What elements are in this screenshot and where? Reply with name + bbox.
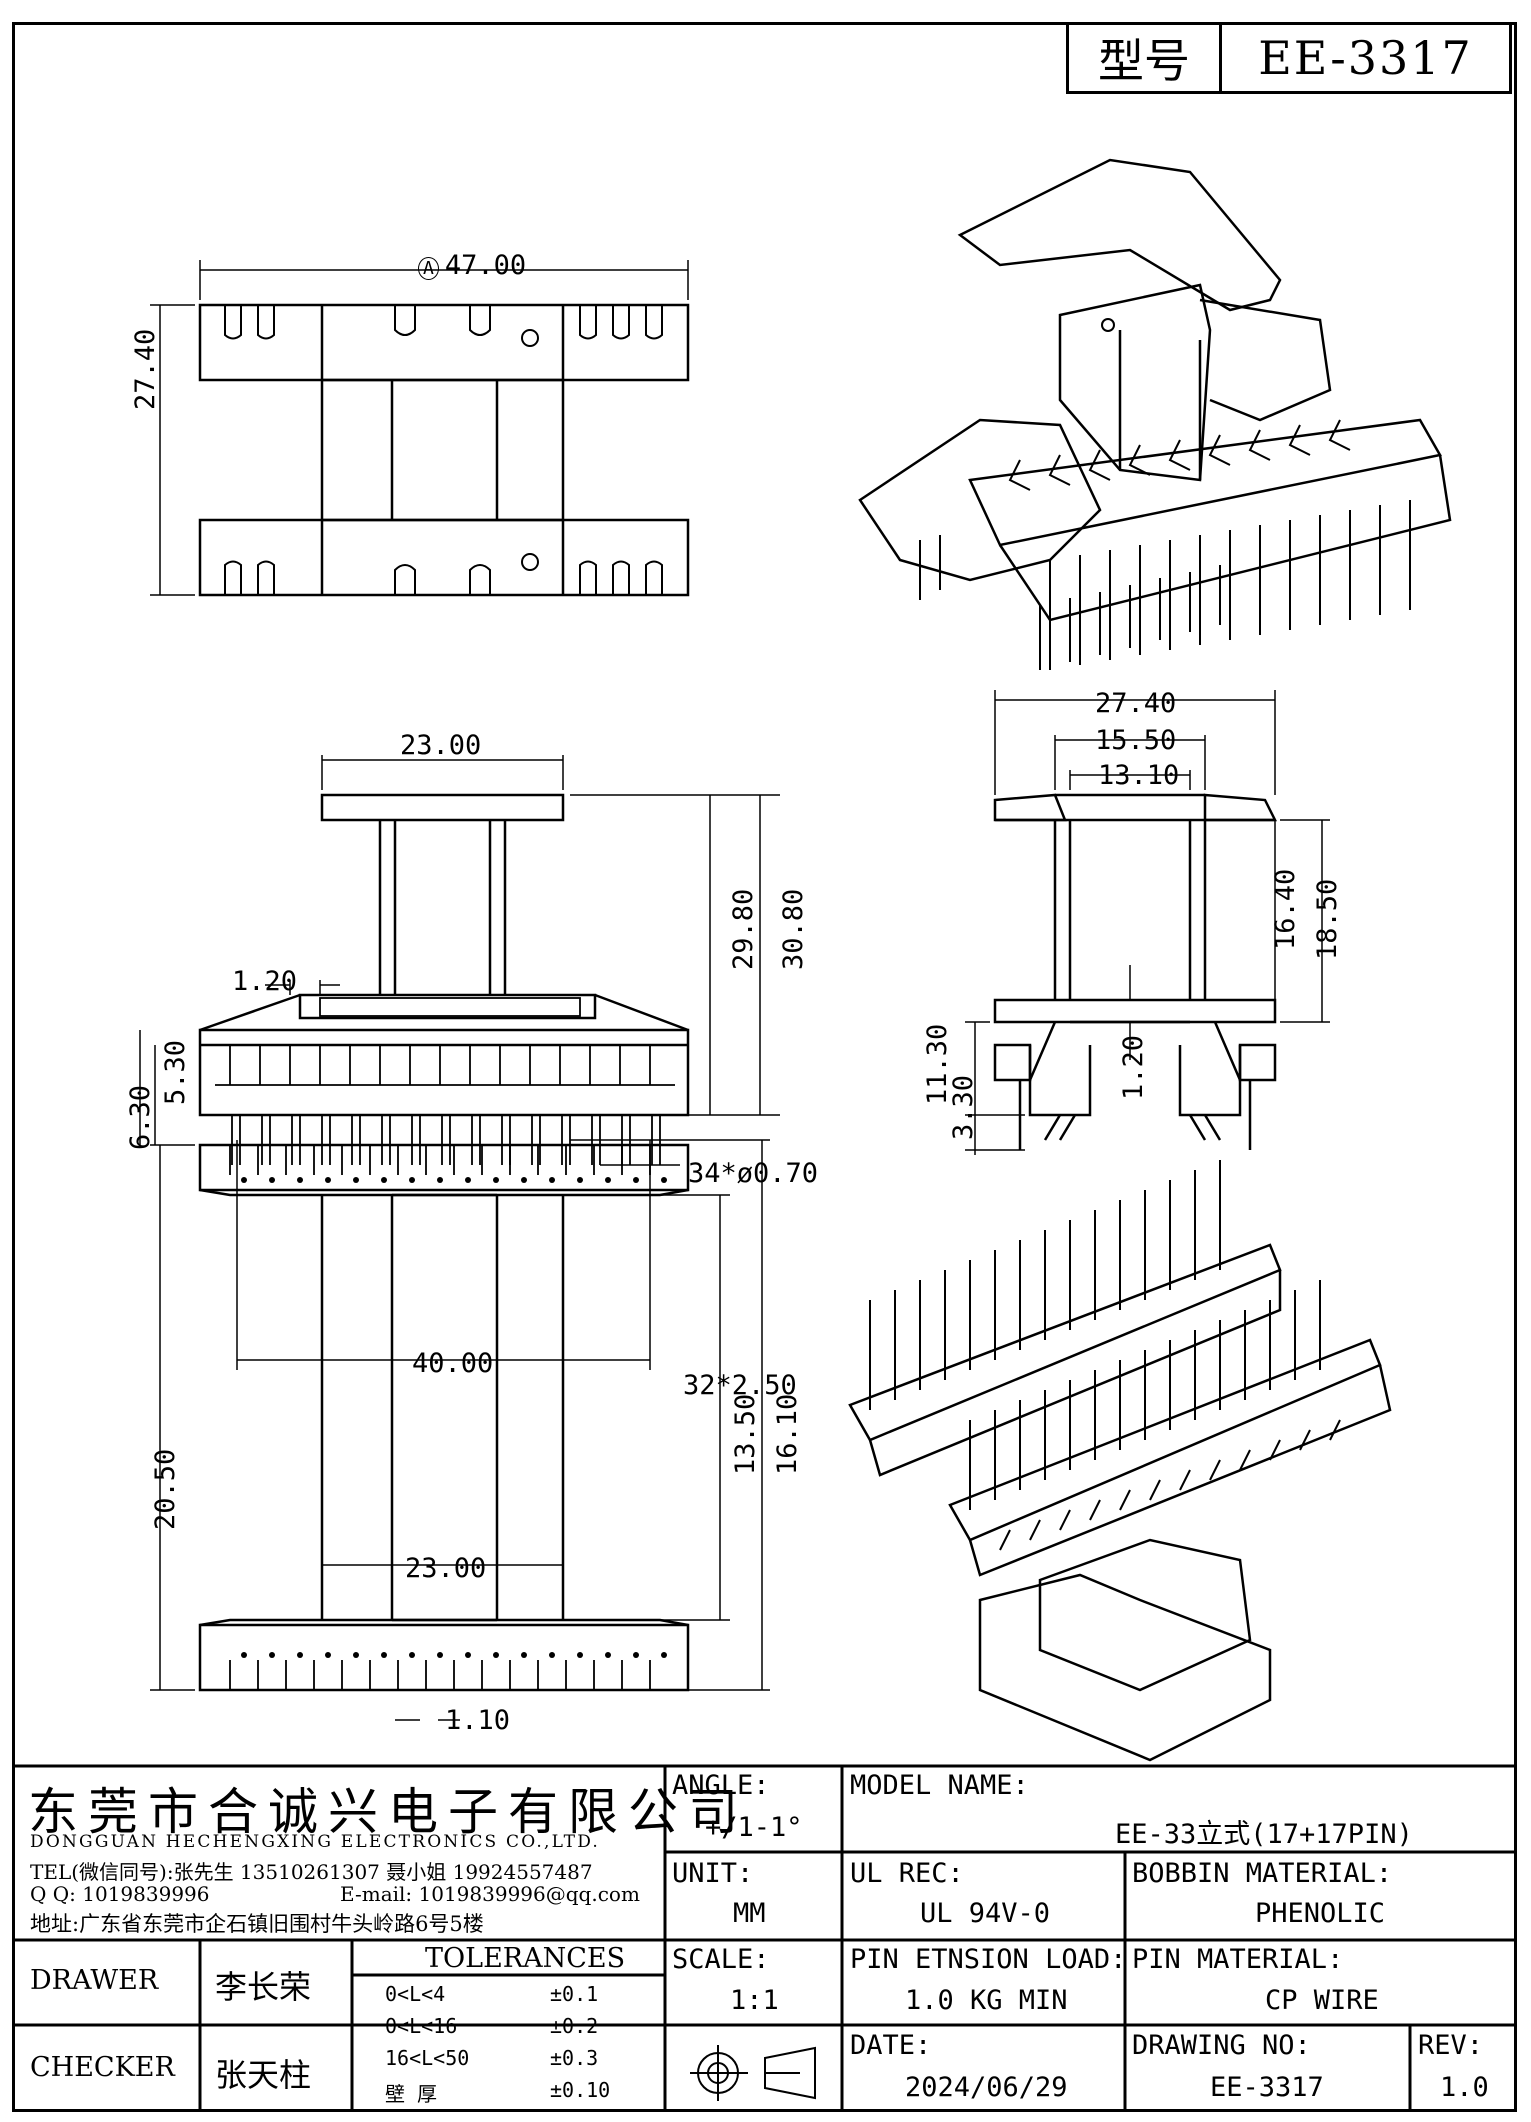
drawer-label: DRAWER: [30, 1965, 159, 1996]
company-name-en: DONGGUAN HECHENGXING ELECTRONICS CO.,LTD…: [30, 1832, 601, 1852]
iso-view-bottom: [848, 1160, 1392, 1762]
dim-k: 13.10: [1098, 760, 1180, 791]
dim-b: 27.40: [130, 328, 161, 410]
scale-value: 1:1: [730, 1985, 779, 2016]
rev-label: REV:: [1418, 2030, 1484, 2061]
dim-pitch: 1.10: [445, 1705, 511, 1736]
dim-c: 23.00: [400, 730, 482, 761]
projection-symbol: [690, 2045, 816, 2101]
angle-label: ANGLE:: [672, 1770, 770, 1801]
ul-rec-value: UL 94V-0: [920, 1898, 1051, 1929]
rev-value: 1.0: [1440, 2072, 1489, 2103]
dim-s: 20.50: [150, 1448, 181, 1530]
front-view: [139, 755, 780, 1166]
tolerances-label: TOLERANCES: [425, 1943, 626, 1974]
company-name-cn: 东莞市合诚兴电子有限公司: [28, 1783, 748, 1841]
ul-rec-label: UL REC:: [850, 1858, 964, 1889]
dim-o: 3.30: [948, 1074, 979, 1140]
side-view: [965, 690, 1330, 1155]
date-label: DATE:: [850, 2030, 932, 2061]
scale-label: SCALE:: [672, 1944, 770, 1975]
checker-value: 张天柱: [215, 2056, 312, 2094]
bobbin-material-value: PHENOLIC: [1255, 1898, 1386, 1929]
dim-i: 27.40: [1095, 688, 1177, 719]
bottom-view: [150, 1139, 770, 1721]
dim-r: 32*2.50: [683, 1370, 797, 1401]
dim-m: 18.50: [1312, 878, 1343, 960]
bobbin-material-label: BOBBIN MATERIAL:: [1132, 1858, 1393, 1889]
dim-g: 5.30: [160, 1039, 191, 1105]
tol-range-4: 壁 厚: [385, 2082, 438, 2106]
model-name-label: MODEL NAME:: [850, 1770, 1029, 1801]
date-value: 2024/06/29: [905, 2072, 1068, 2103]
tol-value-2: ±0.2: [550, 2014, 599, 2038]
model-value: EE-3317: [1258, 31, 1473, 85]
title-block-grid: [12, 1764, 1517, 2112]
pin-tension-label: PIN ETNSION LOAD:: [850, 1944, 1127, 1975]
pin-material-label: PIN MATERIAL:: [1132, 1944, 1344, 1975]
company-qq: Q Q: 1019839996: [30, 1882, 210, 1906]
model-title-box: 型号 EE-3317: [1066, 22, 1512, 94]
model-label: 型号: [1069, 25, 1222, 91]
top-view: [150, 260, 690, 597]
pin-tension-value: 1.0 KG MIN: [905, 1985, 1068, 2016]
tol-value-1: ±0.1: [550, 1982, 599, 2006]
dim-d: 29.80: [728, 888, 759, 970]
dim-f: 6.30: [125, 1084, 156, 1150]
dim-l: 16.40: [1270, 868, 1301, 950]
company-tel: TEL(微信同号):张先生 13510261307 聂小姐 1992455748…: [30, 1860, 593, 1884]
company-email: E-mail: 1019839996@qq.com: [340, 1882, 640, 1906]
tol-value-4: ±0.10: [550, 2078, 611, 2102]
unit-label: UNIT:: [672, 1858, 754, 1889]
dim-p: 1.20: [1118, 1034, 1149, 1100]
drawer-value: 李长荣: [215, 1968, 312, 2006]
dim-u: 13.50: [730, 1393, 761, 1475]
tol-range-2: 0<L<16: [385, 2014, 458, 2038]
dim-t: 23.00: [405, 1553, 487, 1584]
drawing-no-label: DRAWING NO:: [1132, 2030, 1311, 2061]
pin-material-value: CP WIRE: [1265, 1985, 1379, 2016]
drawing-no-value: EE-3317: [1210, 2072, 1324, 2103]
dim-h: 34*ø0.70: [688, 1158, 819, 1189]
dim-v: 16.10: [772, 1393, 803, 1475]
dim-pin-width: 1.20: [232, 966, 298, 997]
tol-value-3: ±0.3: [550, 2046, 599, 2070]
iso-view-top: [858, 158, 1452, 670]
angle-value: +/1-1°: [705, 1812, 803, 1843]
dim-q: 40.00: [412, 1348, 494, 1379]
tol-range-1: 0<L<4: [385, 1982, 446, 2006]
company-address: 地址:广东省东莞市企石镇旧围村牛头岭路6号5楼: [30, 1912, 484, 1936]
drawing-frame: [12, 22, 1517, 2112]
tol-range-3: 16<L<50: [385, 2046, 470, 2070]
checker-label: CHECKER: [30, 2052, 175, 2083]
unit-value: MM: [733, 1898, 766, 1929]
dim-j: 15.50: [1095, 725, 1177, 756]
model-name-value: EE-33立式(17+17PIN): [1115, 1819, 1413, 1850]
dim-e: 30.80: [778, 888, 809, 970]
